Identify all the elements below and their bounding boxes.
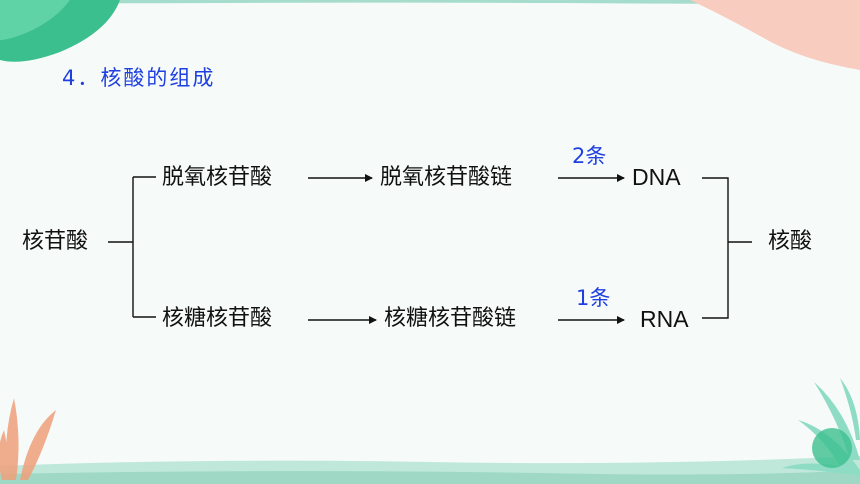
- bottom-right-circle: [812, 428, 852, 468]
- node-nucleotide: 核苷酸: [22, 229, 89, 254]
- count-label-rna: 1条: [576, 286, 611, 310]
- node-ribonucleotide-chain: 核糖核苷酸链: [384, 306, 517, 331]
- node-rna: RNA: [640, 306, 689, 332]
- node-deoxyribonucleotide-chain: 脱氧核苷酸链: [380, 165, 513, 190]
- bottom-left-plant: [0, 398, 56, 480]
- right-bracket: [702, 177, 752, 319]
- node-ribonucleotide: 核糖核苷酸: [162, 306, 273, 331]
- count-label-dna: 2条: [572, 144, 607, 168]
- slide-title: 4．核酸的组成: [62, 66, 216, 90]
- top-right-corner-shape: [690, 0, 860, 70]
- left-bracket: [108, 176, 156, 318]
- node-deoxyribonucleotide: 脱氧核苷酸: [162, 165, 273, 190]
- node-dna: DNA: [632, 164, 681, 190]
- node-nucleic-acid: 核酸: [768, 229, 813, 254]
